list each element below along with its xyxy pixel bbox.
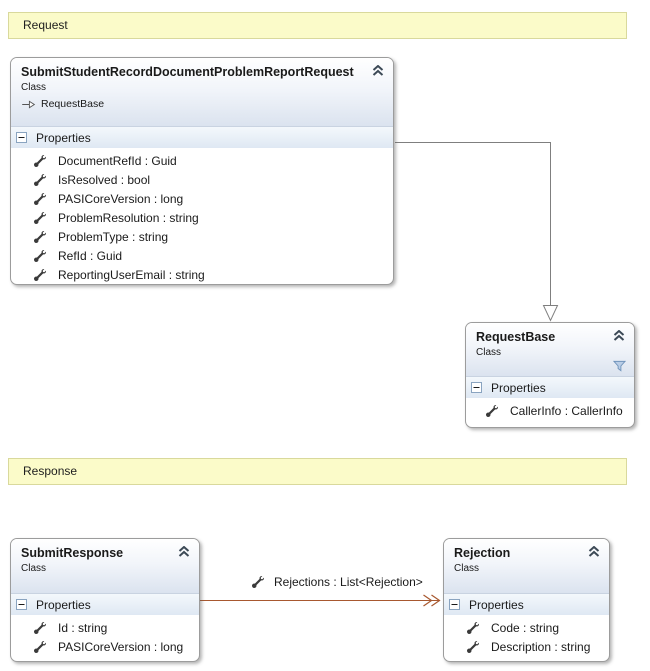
property-row[interactable]: CallerInfo : CallerInfo <box>466 401 634 420</box>
property-row[interactable]: ProblemType : string <box>11 227 393 246</box>
property-label: ProblemType : string <box>58 229 169 244</box>
class-kind-label: Class <box>454 563 480 574</box>
minus-box-icon[interactable] <box>449 599 460 610</box>
properties-compartment-header: Properties <box>11 593 199 615</box>
wrench-icon <box>252 576 264 588</box>
property-label: Code : string <box>491 620 560 635</box>
class-kind-label: Class <box>21 563 47 574</box>
association-label-rejections[interactable]: Rejections : List<Rejection> <box>250 574 425 590</box>
property-row[interactable]: ProblemResolution : string <box>11 208 393 227</box>
collapse-chevron-icon[interactable] <box>612 330 626 341</box>
property-row[interactable]: PASICoreVersion : long <box>11 637 199 656</box>
property-label: CallerInfo : CallerInfo <box>510 403 623 418</box>
property-row[interactable]: RefId : Guid <box>11 246 393 265</box>
banner-label: Response <box>23 464 78 478</box>
property-row[interactable]: DocumentRefId : Guid <box>11 151 393 170</box>
wrench-icon <box>34 155 46 167</box>
class-header: SubmitStudentRecordDocumentProblemReport… <box>11 58 393 126</box>
base-type-label: RequestBase <box>41 98 105 110</box>
property-row[interactable]: ReportingUserEmail : string <box>11 265 393 284</box>
wrench-icon <box>34 212 46 224</box>
property-row[interactable]: Id : string <box>11 618 199 637</box>
class-kind-label: Class <box>476 347 502 358</box>
property-label: ReportingUserEmail : string <box>58 267 205 282</box>
association-label-text: Rejections : List<Rejection> <box>274 575 423 589</box>
wrench-icon <box>34 193 46 205</box>
class-name: SubmitStudentRecordDocumentProblemReport… <box>21 65 354 79</box>
compartment-label: Properties <box>36 130 91 145</box>
wrench-icon <box>486 405 498 417</box>
class-box-rejection[interactable]: Rejection Class Properties Code : string… <box>443 538 610 662</box>
property-label: ProblemResolution : string <box>58 210 199 225</box>
class-box-request-base[interactable]: RequestBase Class Properties CallerInfo … <box>465 322 635 428</box>
property-label: IsResolved : bool <box>58 172 151 187</box>
wrench-icon <box>34 231 46 243</box>
collapse-chevron-icon[interactable] <box>371 65 385 76</box>
class-header: RequestBase Class <box>466 323 634 376</box>
properties-list: DocumentRefId : Guid IsResolved : bool P… <box>11 148 393 284</box>
property-row[interactable]: Description : string <box>444 637 609 656</box>
association-connector[interactable] <box>200 594 441 607</box>
property-label: Description : string <box>491 639 591 654</box>
class-name: Rejection <box>454 546 511 560</box>
property-row[interactable]: Code : string <box>444 618 609 637</box>
class-box-submit-student-record-document-problem-report-request[interactable]: SubmitStudentRecordDocumentProblemReport… <box>10 57 394 285</box>
wrench-icon <box>34 174 46 186</box>
property-row[interactable]: IsResolved : bool <box>11 170 393 189</box>
properties-compartment-header: Properties <box>466 376 634 398</box>
base-type-row: RequestBase <box>21 98 383 110</box>
wrench-icon <box>467 622 479 634</box>
class-header: SubmitResponse Class <box>11 539 199 593</box>
class-name: RequestBase <box>476 330 556 344</box>
properties-compartment-header: Properties <box>444 593 609 615</box>
wrench-icon <box>467 641 479 653</box>
inheritance-connector[interactable] <box>395 142 559 322</box>
property-label: DocumentRefId : Guid <box>58 153 177 168</box>
class-box-submit-response[interactable]: SubmitResponse Class Properties Id : str… <box>10 538 200 662</box>
wrench-icon <box>34 622 46 634</box>
compartment-label: Properties <box>491 380 546 395</box>
minus-box-icon[interactable] <box>16 132 27 143</box>
banner-label: Request <box>23 18 68 32</box>
property-label: RefId : Guid <box>58 248 123 263</box>
minus-box-icon[interactable] <box>16 599 27 610</box>
property-label: PASICoreVersion : long <box>58 191 184 206</box>
collapse-chevron-icon[interactable] <box>177 546 191 557</box>
request-comment-banner[interactable]: Request <box>8 12 627 39</box>
response-comment-banner[interactable]: Response <box>8 458 627 485</box>
filter-funnel-icon[interactable] <box>613 360 626 372</box>
class-name: SubmitResponse <box>21 546 124 560</box>
property-row[interactable]: PASICoreVersion : long <box>11 189 393 208</box>
inheritance-pointer-icon <box>21 100 36 109</box>
wrench-icon <box>34 641 46 653</box>
properties-list: CallerInfo : CallerInfo <box>466 398 634 420</box>
class-header: Rejection Class <box>444 539 609 593</box>
compartment-label: Properties <box>469 597 524 612</box>
properties-compartment-header: Properties <box>11 126 393 148</box>
wrench-icon <box>34 250 46 262</box>
properties-list: Code : string Description : string <box>444 615 609 656</box>
minus-box-icon[interactable] <box>471 382 482 393</box>
wrench-icon <box>34 269 46 281</box>
property-label: PASICoreVersion : long <box>58 639 184 654</box>
property-label: Id : string <box>58 620 108 635</box>
collapse-chevron-icon[interactable] <box>587 546 601 557</box>
properties-list: Id : string PASICoreVersion : long <box>11 615 199 656</box>
class-kind-label: Class <box>21 82 47 93</box>
compartment-label: Properties <box>36 597 91 612</box>
